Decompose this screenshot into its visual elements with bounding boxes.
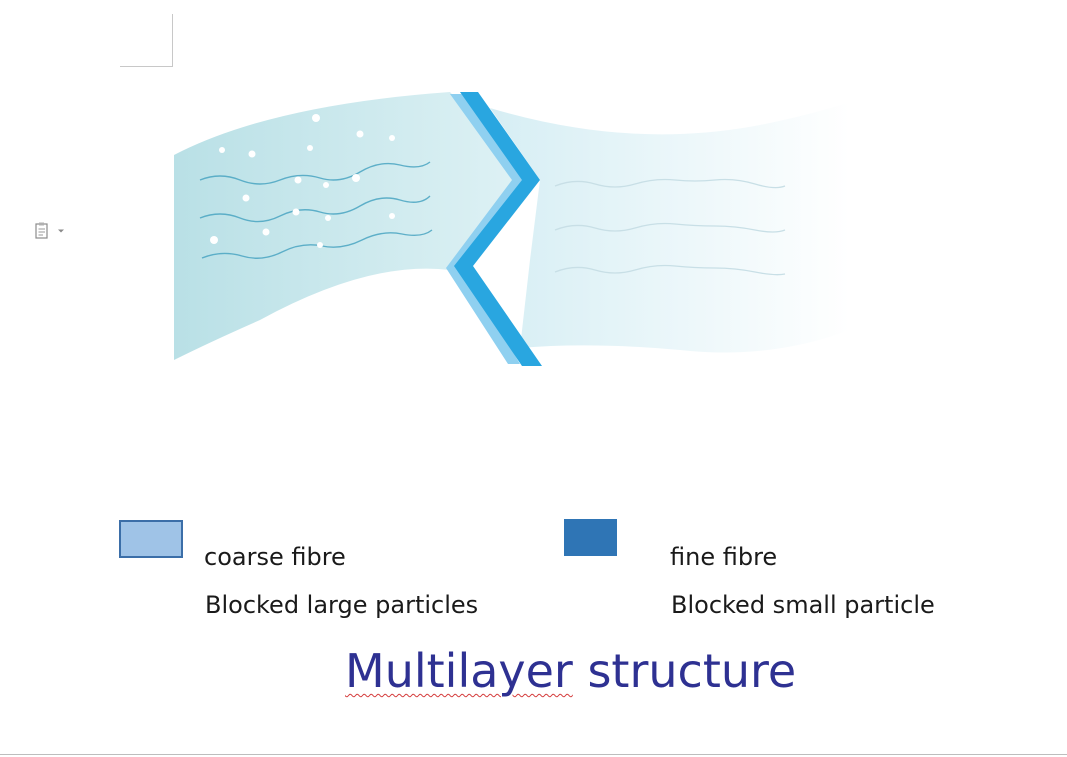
particle: [242, 194, 250, 202]
page-corner-mark: [120, 14, 173, 67]
coarse-fibre-swatch: [119, 520, 183, 558]
particle: [352, 174, 360, 182]
fine-fibre-swatch: [564, 519, 617, 556]
particle: [325, 215, 331, 221]
fine-fibre-chevron: [454, 92, 542, 366]
paste-options-button[interactable]: [35, 221, 69, 241]
particle: [210, 236, 218, 244]
particle: [312, 114, 320, 122]
fine-fibre-description: Blocked small particle: [671, 591, 935, 619]
fibre-strand: [199, 195, 431, 223]
particle: [389, 213, 395, 219]
particle: [389, 135, 395, 141]
large-particles: [210, 114, 395, 248]
coarse-fibre-description: Blocked large particles: [205, 591, 479, 619]
chevron-down-icon: [58, 229, 64, 233]
particle: [219, 147, 225, 153]
particle: [356, 130, 364, 138]
diagram-title: Multilayer structure: [345, 648, 796, 694]
multilayer-diagram: [174, 92, 850, 366]
particle: [292, 208, 300, 216]
coarse-fibre-label: coarse fibre: [204, 543, 346, 571]
fine-fibre-layer: [490, 102, 850, 353]
page-divider: [0, 754, 1067, 755]
fine-fibre-label: fine fibre: [670, 543, 778, 571]
fibre-strand: [554, 264, 786, 276]
fine-fibre-strands: [554, 178, 786, 276]
coarse-fibre-layer: [174, 92, 530, 360]
title-word-flagged: Multilayer: [345, 644, 573, 698]
particle: [294, 176, 302, 184]
particle: [323, 182, 329, 188]
fibre-strand: [199, 161, 431, 185]
particle: [248, 150, 256, 158]
fibre-strand: [554, 222, 786, 233]
particle: [317, 242, 323, 248]
title-word-rest: structure: [572, 644, 797, 698]
particle: [262, 228, 270, 236]
particle: [307, 145, 313, 151]
fibre-strand: [554, 178, 786, 189]
paste-options-icon: [35, 222, 48, 239]
